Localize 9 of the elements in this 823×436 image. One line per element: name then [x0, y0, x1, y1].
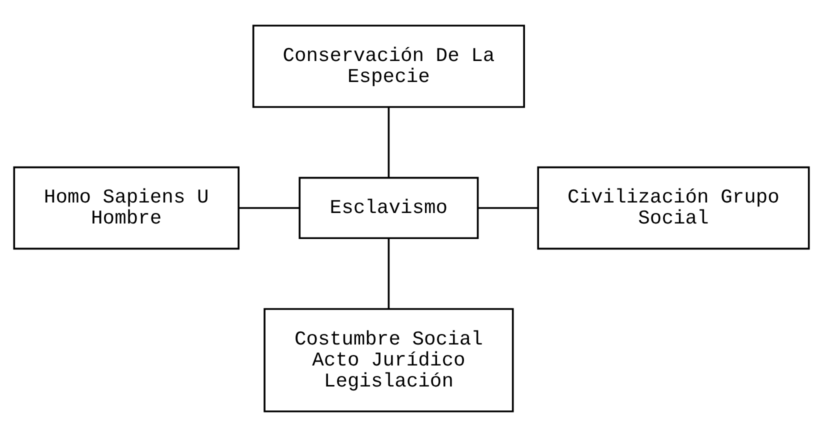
connector — [388, 106, 390, 178]
connector — [478, 206, 538, 208]
node-box: Homo Sapiens U Hombre — [13, 166, 240, 250]
connector — [239, 206, 300, 208]
node-box: Costumbre Social Acto Jurídico Legislación — [264, 308, 514, 412]
node-box: Conservación De La Especie — [252, 24, 525, 108]
node-box: Esclavismo — [298, 176, 479, 239]
node-box: Civilización Grupo Social — [537, 166, 810, 250]
connector — [388, 238, 390, 308]
